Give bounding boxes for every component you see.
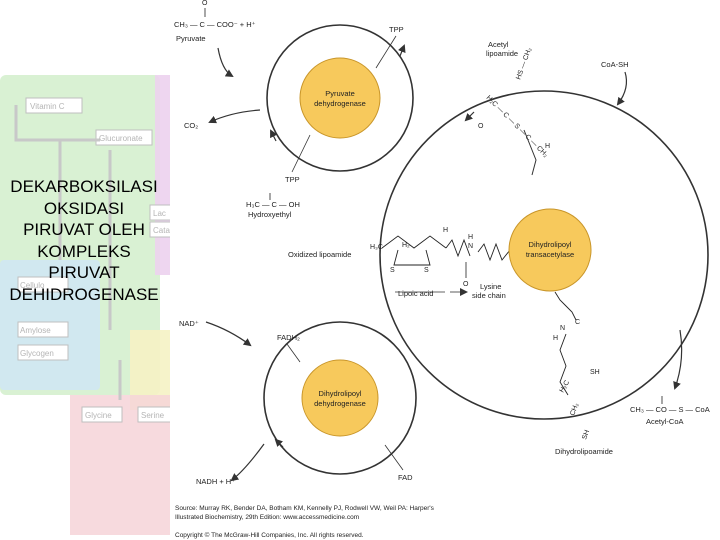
oxidized-lipoamide-s1: S bbox=[390, 267, 395, 274]
acetyl-coa-formula: CH₃ — CO — S — CoA bbox=[630, 405, 710, 414]
title-line-6: DEHIDROGENASE bbox=[9, 284, 159, 304]
tpp-bottom-label: TPP bbox=[285, 175, 300, 184]
tpp-top-label: TPP bbox=[389, 25, 404, 34]
pyruvate-label: Pyruvate bbox=[176, 34, 206, 43]
lipoyl-dehydrogenase-cycle bbox=[263, 321, 417, 475]
oxidized-lipoamide-nh: H bbox=[468, 234, 473, 241]
pyruvate-dehydrogenase-label-1: Pyruvate bbox=[325, 89, 355, 98]
oxidized-lipoamide-h: H bbox=[443, 227, 448, 234]
map-box-glucuronate: Glucuronate bbox=[99, 134, 143, 143]
fad-leader bbox=[384, 444, 404, 471]
source-citation: Source: Murray RK, Bender DA, Botham KM,… bbox=[175, 505, 435, 512]
acetyl-coa-label: Acetyl-CoA bbox=[646, 417, 684, 426]
map-box-amylose: Amylose bbox=[20, 326, 51, 335]
oxidized-lipoamide-ring-top bbox=[381, 235, 447, 249]
nadh-release-arrow bbox=[230, 443, 265, 482]
pyruvate-dehydrogenase-label-2: dehydrogenase bbox=[314, 99, 366, 108]
acetyl-lipoamide-label-2: lipoamide bbox=[486, 49, 518, 58]
copyright-notice: Copyright © The McGraw-Hill Companies, I… bbox=[175, 531, 364, 539]
acetyl-coa-release-arrow bbox=[673, 329, 683, 390]
coa-sh-label: CoA-SH bbox=[601, 60, 629, 69]
hydroxyethyl-label: Hydroxyethyl bbox=[248, 210, 292, 219]
pyruvate-dehydrogenase-enzyme bbox=[299, 57, 381, 139]
transacetylase-label-2: transacetylase bbox=[526, 250, 574, 259]
title-line-1: DEKARBOKSILASI bbox=[10, 177, 158, 196]
hydroxyethyl-formula: H₃C — C — OH bbox=[246, 200, 300, 209]
oxidized-lipoamide-h3c: H₃C bbox=[370, 244, 383, 251]
title-line-5: PIRUVAT bbox=[48, 263, 120, 282]
nadh-label: NADH + H⁺ bbox=[196, 477, 235, 486]
acetyl-lipoamide-h: H bbox=[545, 143, 550, 150]
map-box-cata: Cata bbox=[153, 226, 170, 235]
nad-label: NAD⁺ bbox=[179, 319, 199, 328]
pyruvate-dehydrogenase-cycle bbox=[266, 24, 414, 172]
transacetylase-label-1: Dihydrolipoyl bbox=[529, 240, 572, 249]
lipoic-acid-label: Lipoic acid bbox=[398, 289, 433, 298]
transacetylase-cycle-arrow bbox=[464, 111, 475, 122]
cycle-arrow-top bbox=[398, 44, 406, 57]
map-box-serine: Serine bbox=[141, 411, 165, 420]
acetyl-lipoamide-bond bbox=[523, 129, 537, 176]
reduced-chain-sh1: SH bbox=[590, 369, 600, 376]
map-box-glycine: Glycine bbox=[85, 411, 112, 420]
oxidized-lipoamide-s2: S bbox=[424, 267, 429, 274]
pyruvate-formula: CH₃ — C — COO⁻ + H⁺ bbox=[174, 20, 256, 29]
coa-sh-entry-arrow bbox=[616, 71, 628, 106]
co2-label: CO₂ bbox=[184, 121, 198, 130]
title-line-4: KOMPLEKS bbox=[37, 241, 131, 261]
transacetylase-cycle bbox=[379, 90, 709, 420]
title-line-2: OKSIDASI bbox=[43, 198, 125, 218]
fadh2-leader bbox=[286, 343, 301, 363]
amide-o: O bbox=[463, 281, 469, 288]
co2-release-arrow bbox=[208, 109, 261, 124]
lysine-label-1: Lysine bbox=[480, 282, 501, 291]
lipoyl-dehydrogenase-label-2: dehydrogenase bbox=[314, 399, 366, 408]
tpp-bottom-leader bbox=[291, 134, 311, 173]
source-citation-2: Illustrated Biochemistry, 29th Edition: … bbox=[175, 514, 359, 521]
lysine-zigzag bbox=[477, 242, 511, 262]
acetyl-lipoamide-o: O bbox=[478, 123, 484, 130]
nad-entry-arrow bbox=[205, 321, 252, 347]
map-box-lac: Lac bbox=[153, 209, 166, 218]
pyruvate-entry-arrow bbox=[217, 47, 234, 78]
oxidized-lipoamide-ring bbox=[393, 249, 431, 266]
map-box-cellulo: Cellulo bbox=[20, 281, 45, 290]
reduced-chain-c: C bbox=[575, 319, 580, 326]
fadh2-label: FADH₂ bbox=[277, 333, 300, 342]
lysine-label-2: side chain bbox=[472, 291, 506, 300]
lipoyl-dehydrogenase-enzyme bbox=[301, 359, 379, 437]
map-box-glycogen: Glycogen bbox=[20, 349, 54, 358]
dihydrolipoamide-label: Dihydrolipoamide bbox=[555, 447, 613, 456]
transacetylase-enzyme bbox=[508, 208, 592, 292]
fad-label: FAD bbox=[398, 473, 413, 482]
title-line-3: PIRUVAT OLEH bbox=[23, 220, 145, 239]
reduced-chain-lower bbox=[559, 333, 569, 396]
lipoyl-cycle-arrow bbox=[274, 438, 284, 448]
tpp-top-leader bbox=[375, 35, 397, 69]
oxidized-lipoamide-h2: H₂ bbox=[402, 242, 410, 249]
slide-title: DEKARBOKSILASI OKSIDASI PIRUVAT OLEH KOM… bbox=[4, 176, 164, 305]
lipoyl-dehydrogenase-label-1: Dihydrolipoyl bbox=[319, 389, 362, 398]
pyruvate-o-label: O bbox=[202, 0, 208, 7]
oxidized-lipoamide-n: N bbox=[468, 243, 473, 250]
reduced-chain-n: N bbox=[560, 325, 565, 332]
acetyl-lipoamide-label-1: Acetyl bbox=[488, 40, 509, 49]
reduced-chain-ch2: CH₂ bbox=[569, 402, 580, 417]
cycle-arrow-left bbox=[270, 129, 278, 142]
oxidized-lipoamide-label: Oxidized lipoamide bbox=[288, 250, 351, 259]
reduced-chain-h: H bbox=[553, 335, 558, 342]
oxidized-lipoamide-chain bbox=[445, 238, 471, 258]
reduced-chain-sh2: SH bbox=[581, 429, 591, 441]
reduced-chain-upper bbox=[554, 291, 577, 321]
map-box-vitamin-c: Vitamin C bbox=[30, 102, 65, 111]
